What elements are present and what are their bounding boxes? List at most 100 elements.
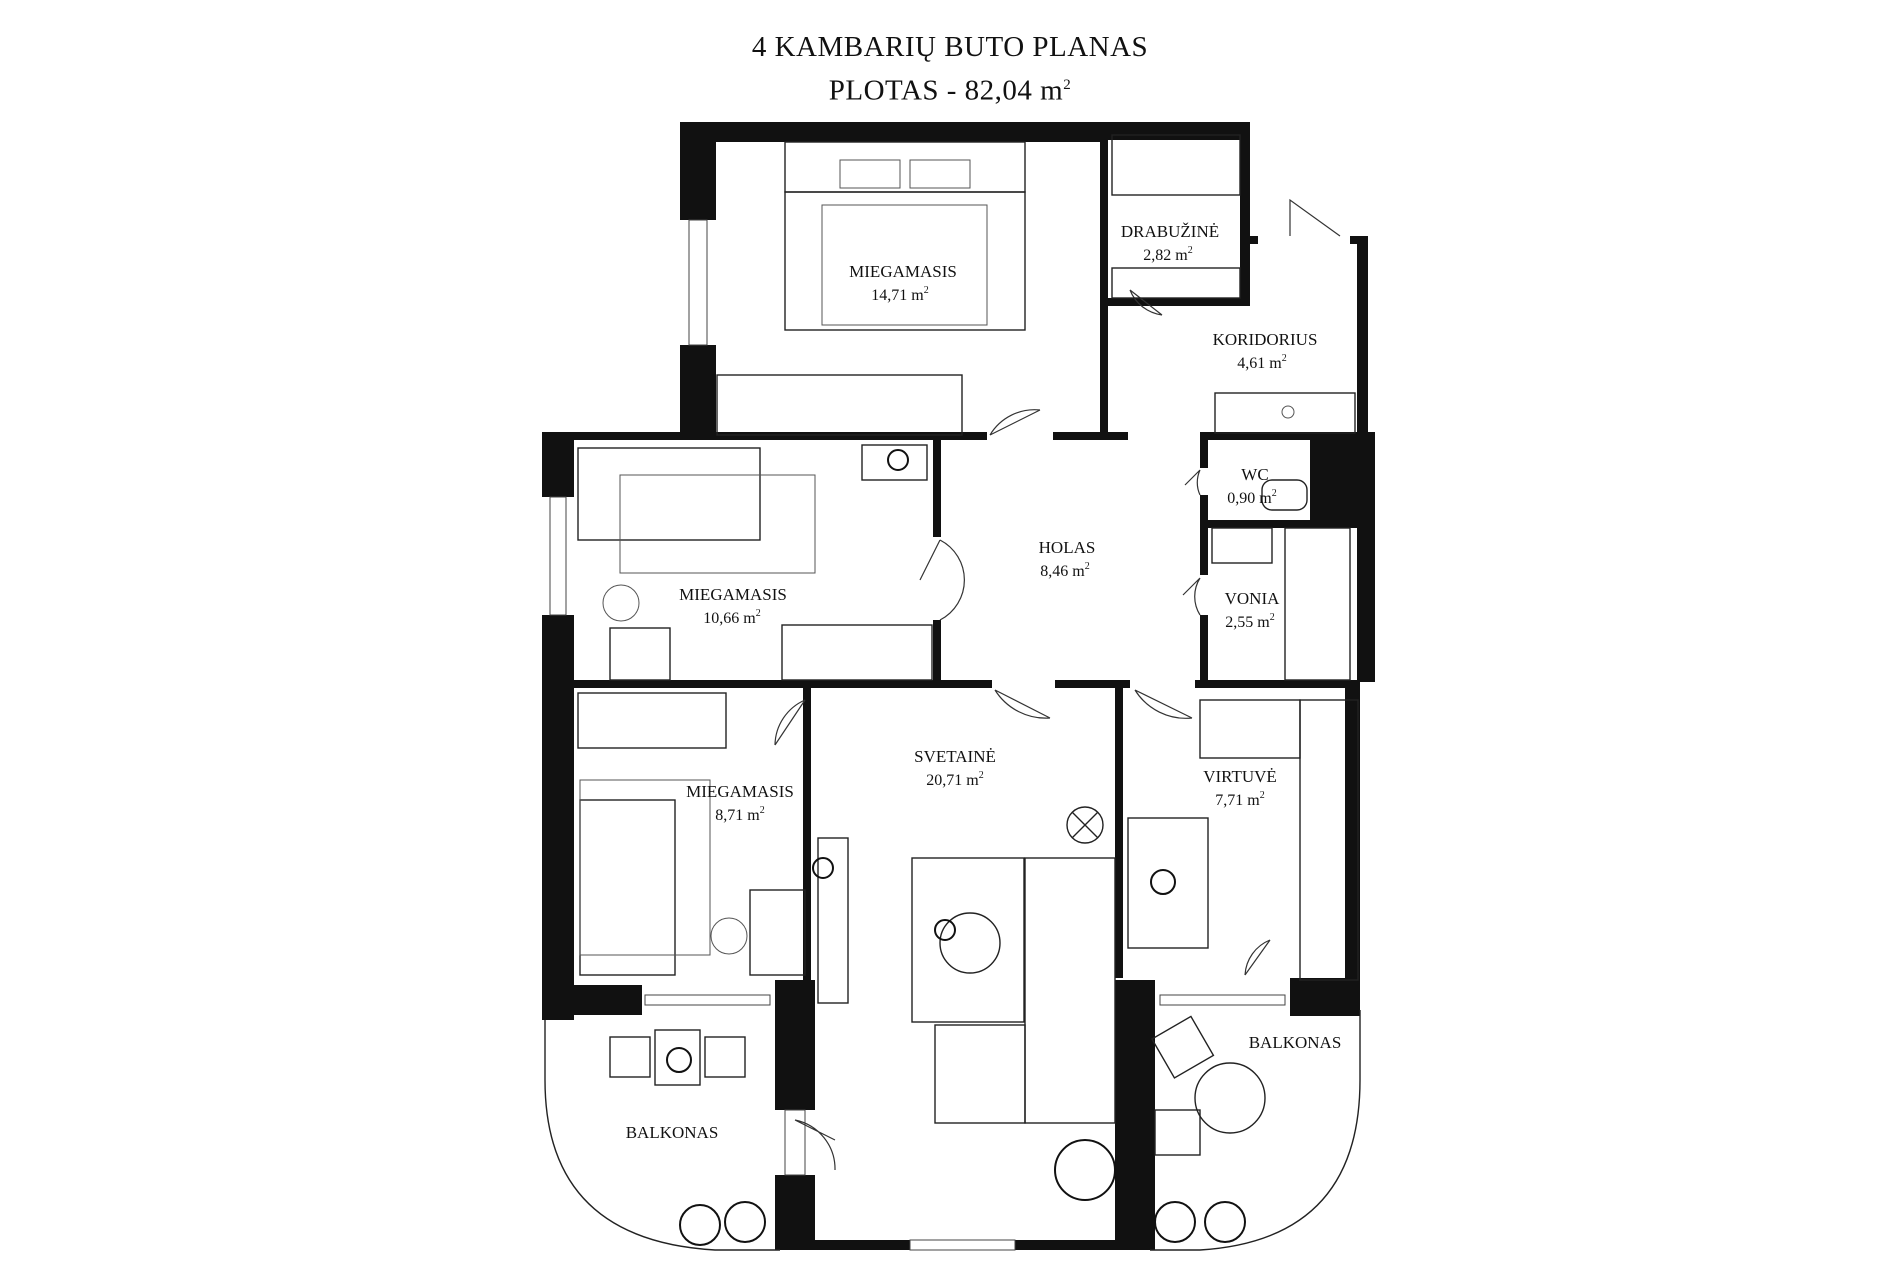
total-area-text: PLOTAS - 82,04 m (828, 74, 1064, 107)
room-area: 2,55 m2 (1225, 612, 1274, 631)
plant (812, 857, 834, 879)
window (784, 1109, 806, 1176)
wardrobe (1111, 134, 1241, 196)
wall (803, 688, 811, 985)
door-swing (919, 539, 965, 621)
wall (1345, 688, 1360, 1008)
room-name: MIEGAMASIS (849, 262, 957, 281)
wall (933, 620, 941, 688)
room-area: 0,90 m2 (1227, 488, 1276, 507)
wall (1100, 122, 1248, 140)
room-name: MIEGAMASIS (679, 585, 787, 604)
room-area-value: 20,71 m (926, 772, 979, 789)
double-bed (784, 191, 1026, 331)
door-swing (794, 1119, 836, 1171)
room-name: WC (1241, 465, 1268, 484)
window (644, 994, 771, 1006)
wall (542, 432, 987, 440)
room-area: 8,71 m2 (715, 805, 764, 824)
plan-title-line1: 4 KAMBARIŲ BUTO PLANAS (751, 31, 1149, 63)
door-swing (1289, 198, 1341, 237)
room-area: 14,71 m2 (871, 285, 928, 304)
room-area-value: 2,82 m (1143, 247, 1188, 264)
wall (1357, 236, 1368, 436)
room-area-value: 14,71 m (871, 287, 924, 304)
wardrobe (716, 374, 963, 436)
balcony-table (1194, 1062, 1266, 1134)
plant (1150, 869, 1176, 895)
desk (609, 627, 671, 681)
room-name: VIRTUVĖ (1203, 767, 1277, 786)
door-swing (989, 409, 1041, 436)
balcony-chair (1154, 1109, 1201, 1156)
balcony-table (654, 1029, 701, 1086)
hall-decor (1281, 405, 1295, 419)
double-bed (784, 141, 1026, 193)
plant (679, 1204, 721, 1246)
dining-table (1127, 817, 1209, 949)
balcony-chair (609, 1036, 651, 1078)
room-area: 20,71 m2 (926, 770, 983, 789)
wall (933, 432, 941, 537)
wall (1240, 122, 1250, 298)
total-area-sup: 2 (1063, 77, 1072, 93)
bed-blanket (579, 779, 711, 956)
plant (724, 1201, 766, 1243)
wall (680, 122, 1100, 142)
wardrobe (577, 692, 727, 749)
window (549, 496, 567, 616)
room-area-sup: 2 (1260, 790, 1265, 801)
room-area-sup: 2 (1188, 245, 1193, 256)
room-name: VONIA (1225, 589, 1280, 608)
room-name: HOLAS (1039, 538, 1096, 557)
door-swing (1129, 289, 1163, 316)
wardrobe (1111, 267, 1241, 299)
single-bed (577, 447, 761, 541)
window (688, 219, 708, 346)
sink (1211, 527, 1273, 564)
wall (775, 1175, 815, 1250)
kitchen-counter (1199, 699, 1301, 759)
room-name: KORIDORIUS (1213, 330, 1318, 349)
room-name: BALKONAS (1249, 1033, 1342, 1052)
door-swing (774, 699, 806, 746)
ceiling-light (1066, 806, 1104, 844)
wall (1195, 680, 1360, 688)
plant (887, 449, 909, 471)
balcony-left-outline (544, 1020, 780, 1251)
pillow (909, 159, 971, 189)
room-area-value: 8,71 m (715, 807, 760, 824)
wall (542, 432, 574, 497)
wall (1100, 298, 1250, 306)
chair (602, 584, 640, 622)
room-area: 10,66 m2 (703, 608, 760, 627)
room-area-sup: 2 (760, 805, 765, 816)
plan-title-line2: PLOTAS - 82,04 m2 (0, 66, 1900, 110)
coffee-table (939, 912, 1001, 974)
windows (549, 219, 1286, 1251)
wall (1200, 615, 1208, 688)
room-area-sup: 2 (979, 770, 984, 781)
furniture (577, 134, 1359, 1246)
room-area-sup: 2 (1270, 612, 1275, 623)
room-area: 8,46 m2 (1040, 561, 1089, 580)
single-bed (619, 474, 816, 574)
room-area-sup: 2 (924, 285, 929, 296)
room-area-sup: 2 (1282, 353, 1287, 364)
wall (1200, 520, 1360, 528)
chair (710, 917, 748, 955)
sofa-chaise (934, 1024, 1026, 1124)
room-name: DRABUŽINĖ (1121, 222, 1219, 241)
balcony-chair (1150, 1015, 1215, 1079)
room-area-value: 4,61 m (1237, 355, 1282, 372)
wall (1200, 495, 1208, 575)
wall (542, 985, 642, 1015)
shower (1284, 527, 1351, 681)
wall (680, 122, 716, 220)
plan-title: 4 KAMBARIŲ BUTO PLANAS PLOTAS - 82,04 m2 (0, 28, 1900, 110)
door-swing (1184, 469, 1201, 496)
room-area: 7,71 m2 (1215, 790, 1264, 809)
ceiling-light (1071, 811, 1099, 839)
wall (1115, 688, 1123, 978)
room-name: SVETAINĖ (914, 747, 996, 766)
